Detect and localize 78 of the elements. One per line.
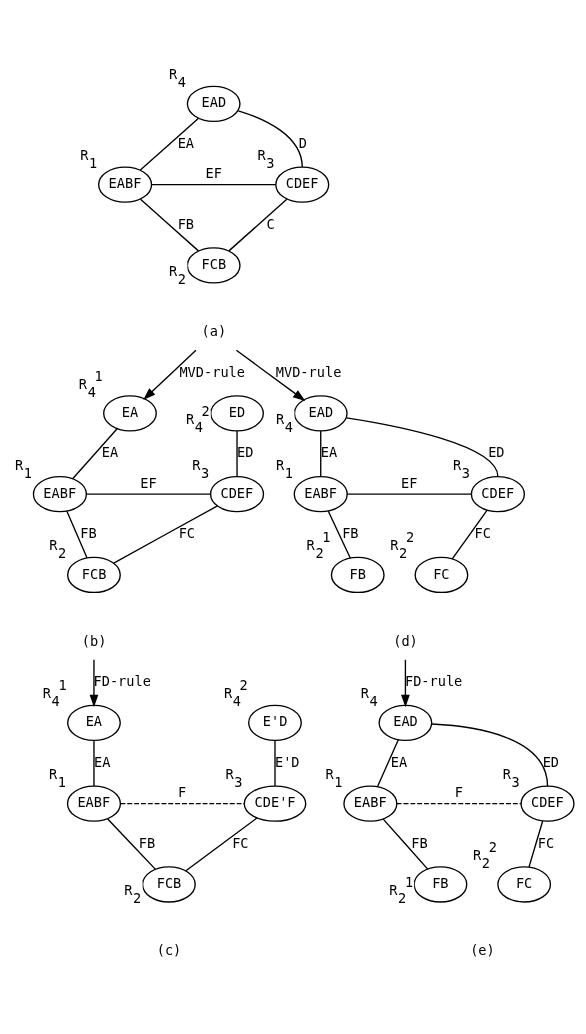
node-text: (d)	[393, 632, 418, 649]
node-ellipse: EABF	[32, 475, 87, 512]
connector	[320, 429, 322, 477]
edge-label: ED	[488, 443, 505, 460]
edge-label: E'D	[274, 753, 300, 770]
connector	[150, 183, 277, 185]
edge-label: EF	[401, 474, 418, 491]
node-ellipse: EABF	[343, 784, 398, 822]
edge-label: EA	[177, 134, 195, 151]
connector	[236, 429, 238, 477]
node-ellipse: CDE'F	[243, 784, 307, 822]
node-ellipse: E'D	[248, 704, 302, 741]
edge-label: FB	[138, 834, 156, 851]
edge-label: FC	[537, 834, 555, 851]
connector	[451, 509, 488, 559]
edge-label: FB	[411, 834, 428, 851]
connector	[274, 739, 276, 787]
edge-label: EA	[390, 753, 408, 770]
node-ellipse: CDEF	[275, 165, 330, 203]
edge-label: FB	[177, 215, 195, 232]
edge-label: FD-rule	[404, 672, 463, 689]
edge-label: FB	[80, 524, 97, 541]
node-ellipse: CDEF	[470, 475, 525, 512]
edge-label: EA	[320, 443, 338, 460]
connector	[528, 819, 544, 868]
edge-label: ED	[542, 753, 560, 770]
edge-label: F	[454, 783, 464, 800]
edge-label: FC	[232, 834, 249, 851]
node-ellipse: CDEF	[209, 475, 265, 512]
connector	[66, 509, 88, 558]
edge-label: F	[178, 783, 187, 800]
node-ellipse: CDEF	[520, 784, 575, 822]
connector	[376, 738, 399, 787]
connector	[327, 509, 351, 559]
connector	[139, 198, 200, 252]
connector	[139, 117, 199, 171]
connector	[185, 816, 258, 871]
node-ellipse: FB	[330, 556, 385, 593]
node-ellipse: EAD	[186, 85, 241, 122]
node-ellipse: FC	[497, 865, 552, 903]
node-text: (c)	[156, 941, 182, 958]
arrow	[235, 349, 306, 401]
node-ellipse: EABF	[293, 475, 348, 512]
edge-label: FD-rule	[93, 672, 151, 689]
edge-label: EA	[93, 753, 111, 770]
connector	[382, 817, 429, 870]
edge-label: C	[266, 215, 275, 232]
node-ellipse: EABF	[66, 784, 122, 822]
node-text: (e)	[470, 941, 495, 958]
arrow	[89, 658, 99, 707]
connector	[228, 198, 288, 252]
node-ellipse: EAD	[378, 704, 433, 741]
edge-label: ED	[237, 443, 254, 460]
arrow	[143, 349, 197, 400]
edge-label: FC	[474, 524, 491, 541]
connector	[113, 504, 219, 564]
connector	[85, 492, 212, 495]
connector	[93, 739, 95, 787]
node-text: (a)	[201, 322, 227, 339]
edge-label: D	[298, 134, 307, 151]
edge-label: EF	[140, 474, 157, 491]
node-ellipse: EABF	[98, 165, 153, 203]
connector	[120, 802, 245, 804]
node-ellipse: FC	[414, 556, 469, 593]
edge-label: FB	[342, 524, 359, 541]
arrow	[401, 658, 410, 707]
node-text: (b)	[81, 632, 107, 649]
edge-label: MVD-rule	[179, 363, 245, 380]
node-ellipse: EA	[67, 704, 121, 741]
edge-label: EA	[101, 443, 119, 460]
node-ellipse: EA	[103, 394, 157, 432]
edge-label: FC	[178, 524, 196, 541]
connector	[346, 492, 473, 495]
edge-label: MVD-rule	[275, 363, 342, 380]
connector	[72, 427, 118, 479]
node-ellipse: FCB	[67, 556, 121, 593]
edge-label: EF	[205, 164, 222, 181]
connector	[107, 817, 157, 870]
